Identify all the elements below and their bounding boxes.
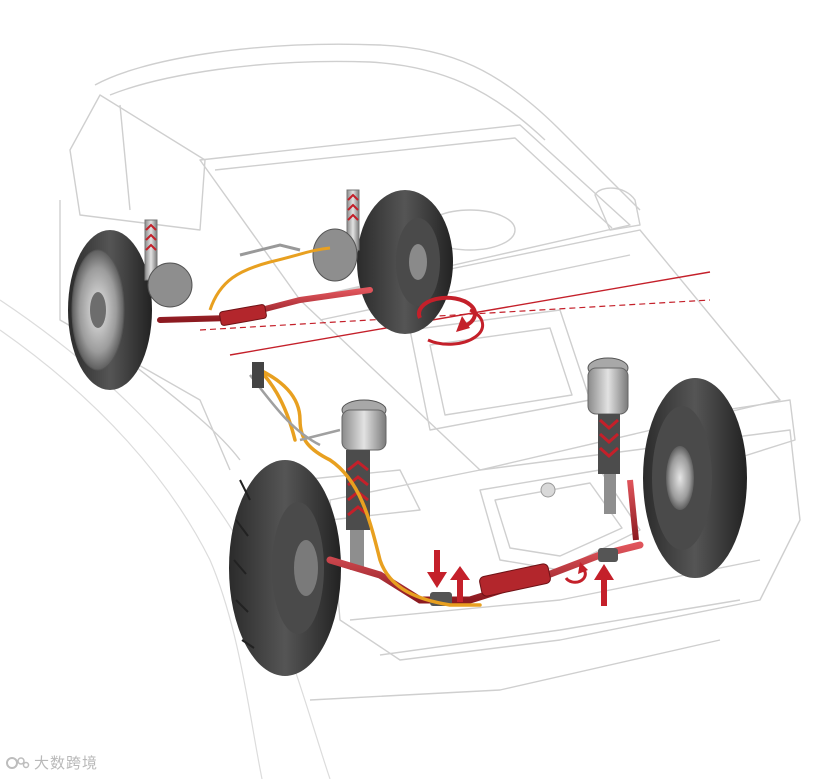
chevron-arrow-icon bbox=[599, 418, 619, 459]
up-arrow-icon bbox=[594, 564, 614, 606]
front-left-wheel bbox=[229, 460, 341, 676]
front-left-strut bbox=[341, 399, 387, 570]
watermark-text: 大数跨境 bbox=[34, 754, 99, 772]
roll-axis-lines bbox=[199, 271, 711, 356]
up-arrow-icon bbox=[450, 566, 470, 602]
rotation-arrow-icon bbox=[417, 295, 485, 346]
down-arrow-icon bbox=[427, 550, 447, 588]
watermark: 大数跨境 bbox=[6, 752, 98, 773]
rear-right-wheel bbox=[357, 190, 453, 334]
sensor-module bbox=[252, 362, 264, 388]
front-right-wheel bbox=[643, 378, 747, 578]
rear-left-wheel bbox=[68, 230, 152, 390]
brand-logo-icon bbox=[6, 756, 30, 769]
emblem bbox=[540, 482, 556, 498]
rotation-arrow-icon bbox=[564, 562, 588, 584]
front-right-strut bbox=[587, 357, 629, 514]
front-anti-roll-bar bbox=[326, 479, 644, 606]
rear-suspension bbox=[144, 189, 373, 326]
